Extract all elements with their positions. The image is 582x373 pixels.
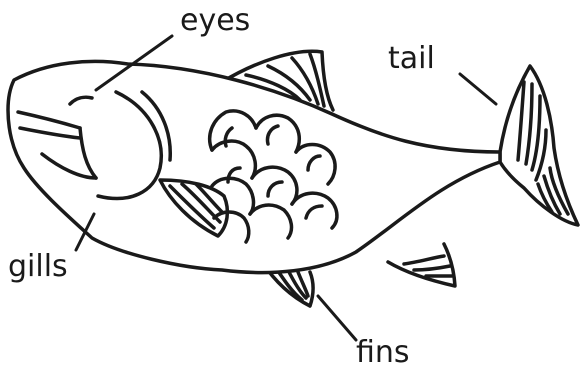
anal-fin [388,244,455,286]
fins-label: fins [356,338,410,368]
tail-label: tail [388,44,435,74]
tail-fin [500,66,578,225]
eyes-label: eyes [180,6,250,36]
fins-pointer [318,296,356,340]
tail-pointer [460,74,496,104]
gills-label: gills [8,252,68,282]
